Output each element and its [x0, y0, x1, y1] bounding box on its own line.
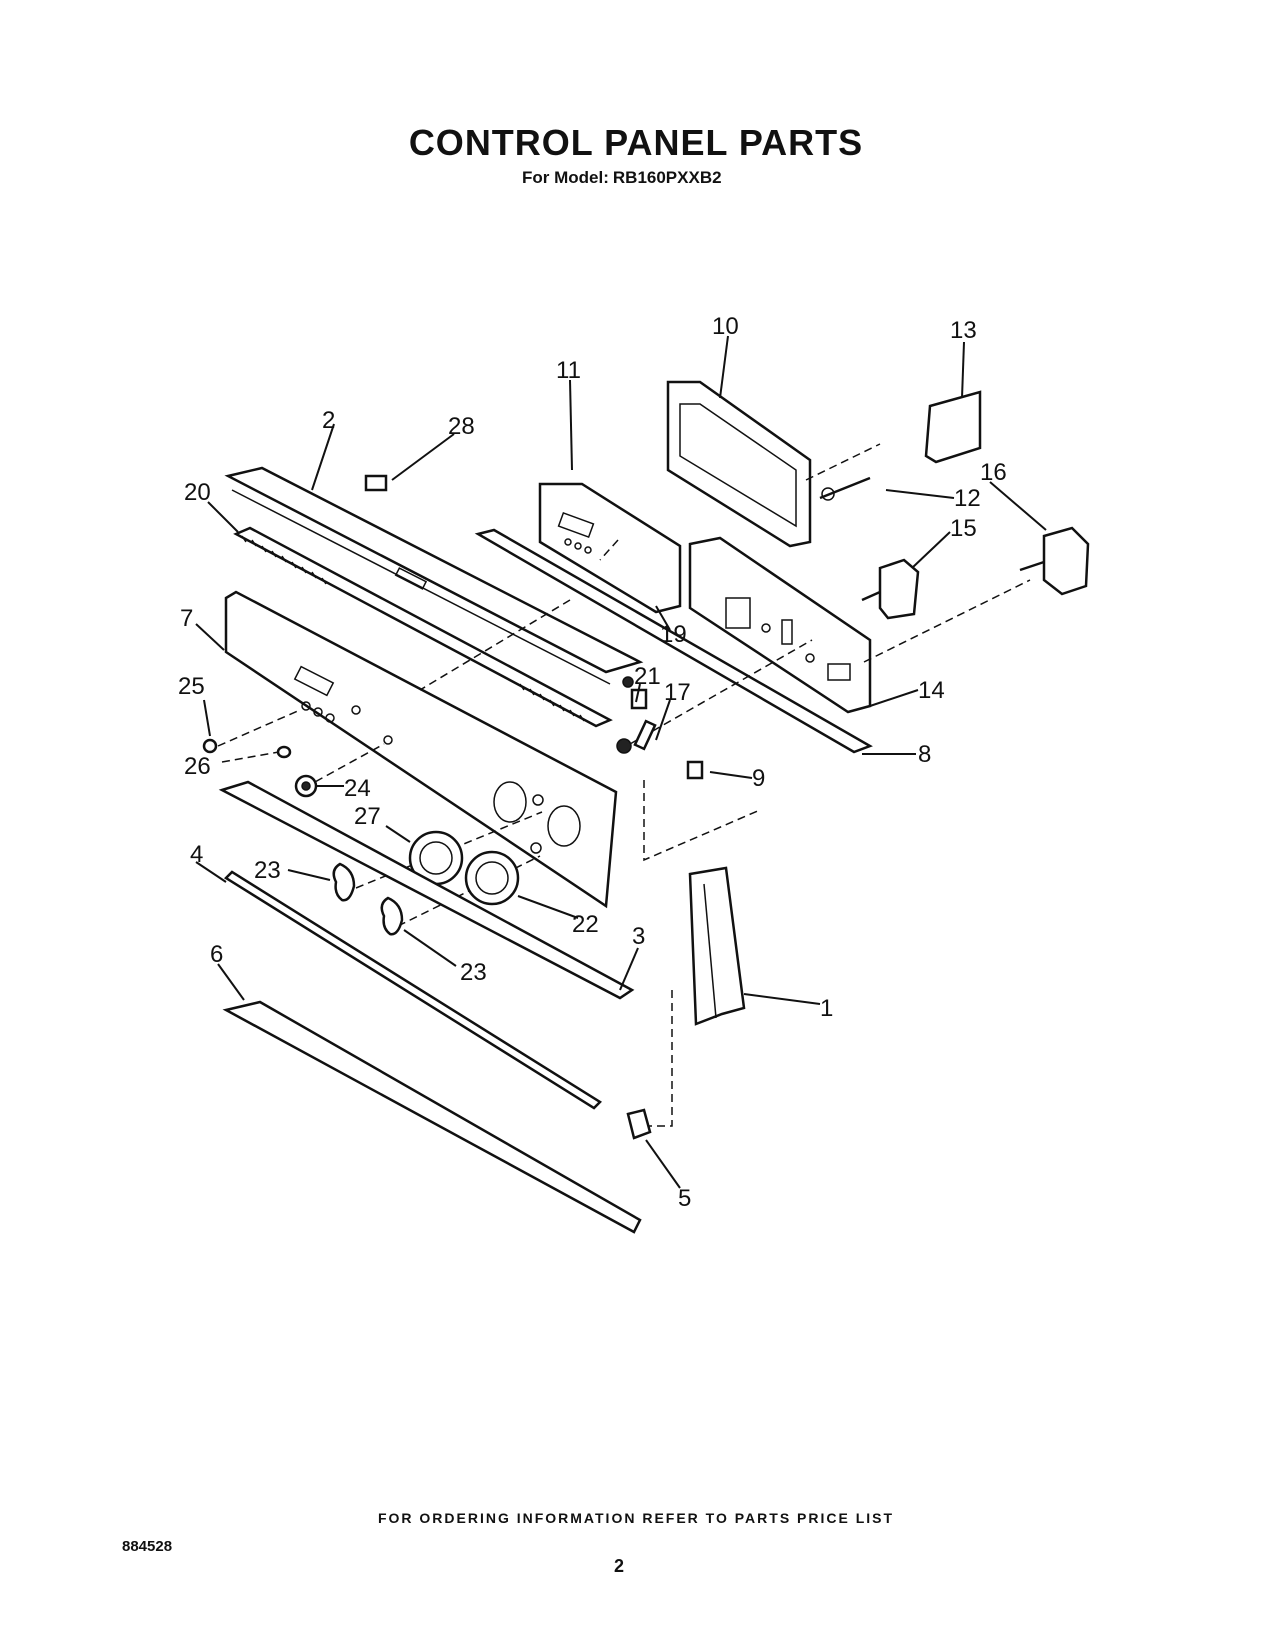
callout-1: 1 [820, 995, 833, 1022]
part-1-bracket [688, 866, 746, 1026]
part-12-shaft [805, 443, 881, 501]
callout-23b: 23 [460, 959, 487, 986]
part-27-22-knobs [408, 830, 520, 906]
callout-13: 13 [950, 317, 977, 344]
callout-15: 15 [950, 515, 977, 542]
callout-21: 21 [634, 663, 661, 690]
callout-2: 2 [322, 407, 335, 434]
part-3-4-lower-trim [218, 780, 635, 1110]
callout-4: 4 [190, 841, 203, 868]
callout-6: 6 [210, 941, 223, 968]
callout-20: 20 [184, 479, 211, 506]
callout-16: 16 [980, 459, 1007, 486]
part-14-board-panel [688, 536, 872, 714]
callout-8: 8 [918, 741, 931, 768]
part-8-rail [474, 528, 873, 754]
callout-17: 17 [664, 679, 691, 706]
part-16-switch [1019, 526, 1090, 596]
part-6-bottom-strip [222, 1000, 642, 1234]
callout-25: 25 [178, 673, 205, 700]
callout-28: 28 [448, 413, 475, 440]
callout-12: 12 [954, 485, 981, 512]
leader-lines [195, 335, 1047, 1189]
callout-10: 10 [712, 313, 739, 340]
part-20-vent-strip [233, 526, 613, 728]
part-5-clip [626, 1108, 652, 1140]
callout-22: 22 [572, 911, 599, 938]
callout-11: 11 [556, 357, 581, 384]
callout-23a: 23 [254, 857, 281, 884]
part-11-clock [538, 482, 682, 614]
part-23-buttons [332, 862, 404, 936]
model-number: RB160PXXB2 [612, 168, 722, 187]
document-code: 884528 [122, 1538, 173, 1555]
callout-14: 14 [918, 677, 945, 704]
ordering-note: FOR ORDERING INFORMATION REFER TO PARTS … [377, 1510, 895, 1526]
callout-26: 26 [184, 753, 211, 780]
callout-9: 9 [752, 765, 765, 792]
model-label: For Model: [522, 168, 609, 187]
page-title: CONTROL PANEL PARTS [408, 122, 864, 163]
callout-3: 3 [632, 923, 645, 950]
callout-5: 5 [678, 1185, 691, 1212]
part-2-trim [224, 466, 644, 685]
callout-19: 19 [660, 621, 687, 648]
callout-27: 27 [354, 803, 381, 830]
callout-24: 24 [344, 775, 371, 802]
model-subtitle: For Model:RB160PXXB2 [522, 168, 726, 188]
small-hardware [202, 474, 704, 798]
part-7-control-panel [224, 590, 618, 909]
part-13-bracket [924, 390, 982, 464]
page-number: 2 [614, 1556, 625, 1576]
part-17-21-hardware [616, 676, 657, 754]
callout-7: 7 [180, 605, 193, 632]
part-15-switch [861, 558, 920, 620]
callout-labels: 2 28 20 10 11 13 12 15 16 14 8 9 19 21 1… [178, 313, 1007, 1212]
part-10-display-frame [666, 380, 812, 548]
